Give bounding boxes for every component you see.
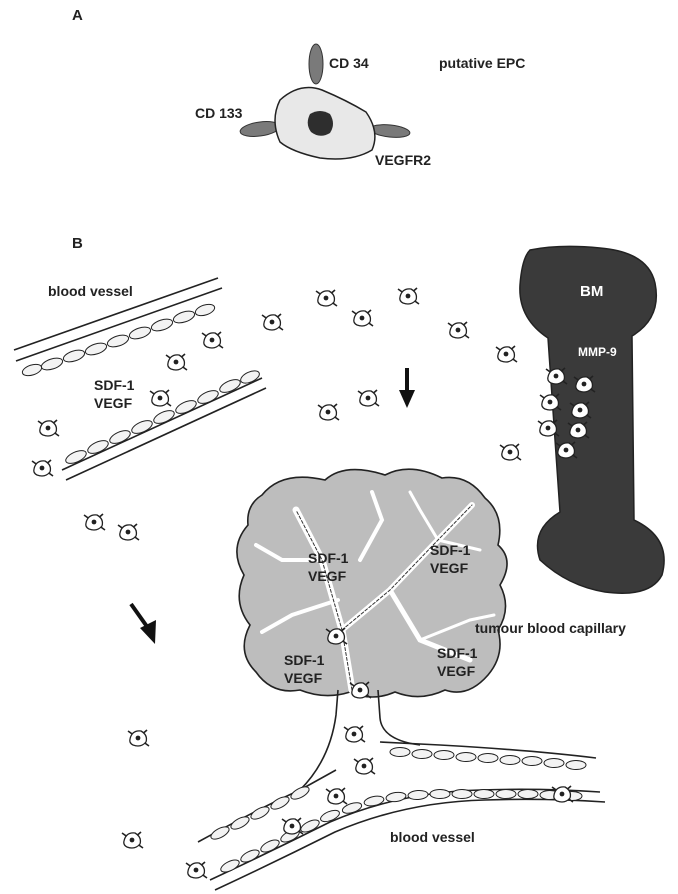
- tumour-capillary-label: tumour blood capillary: [475, 620, 626, 636]
- epc-cell: [500, 444, 521, 460]
- cd34-label: CD 34: [329, 55, 369, 71]
- epc-cell: [262, 314, 283, 330]
- epc-cell: [316, 290, 337, 306]
- epc-cell: [166, 354, 187, 370]
- epc-cell: [32, 460, 53, 476]
- tumour-vegf-3: VEGF: [284, 670, 323, 686]
- tumour-sdf1-3: SDF-1: [284, 652, 325, 668]
- epc-cell: [84, 514, 105, 530]
- blood-vessel-top: [14, 278, 266, 480]
- tumour-sdf1-1: SDF-1: [308, 550, 349, 566]
- epc-cell: [358, 390, 379, 406]
- mmp9-label: MMP-9: [578, 345, 617, 359]
- epc-cell: [352, 310, 373, 326]
- epc-cell: [448, 322, 469, 338]
- epc-nucleus: [308, 111, 333, 136]
- blood-vessel-bottom-label: blood vessel: [390, 829, 475, 845]
- tumour-vegf-4: VEGF: [437, 663, 476, 679]
- vessel-top-endothelium: [21, 302, 261, 466]
- epc-cell: [282, 818, 303, 834]
- epc-cell: [344, 726, 365, 742]
- epc-cell: [118, 524, 139, 540]
- epc-cell: [552, 786, 573, 802]
- blood-vessel-top-label: blood vessel: [48, 283, 133, 299]
- epc-cell: [318, 404, 339, 420]
- tumour-sdf1-2: SDF-1: [430, 542, 471, 558]
- vessel-top-sdf1: SDF-1: [94, 377, 135, 393]
- epc-cell-illustration: [239, 44, 410, 159]
- cd34-marker: [309, 44, 323, 84]
- panel-b-letter: B: [72, 235, 83, 252]
- putative-epc-label: putative EPC: [439, 55, 525, 71]
- epc-cell: [186, 862, 207, 878]
- arrow-diagonal: [131, 604, 156, 644]
- cd133-label: CD 133: [195, 105, 243, 121]
- epc-cell: [398, 288, 419, 304]
- bone-marrow-label: BM: [580, 283, 603, 300]
- epc-cell: [122, 832, 143, 848]
- tumour-sdf1-4: SDF-1: [437, 645, 478, 661]
- vessel-top-vegf: VEGF: [94, 395, 133, 411]
- epc-cell: [326, 788, 347, 804]
- panel-a-letter: A: [72, 7, 83, 24]
- epc-cell: [38, 420, 59, 436]
- tumour-vegf-2: VEGF: [430, 560, 469, 576]
- epc-cell: [354, 758, 375, 774]
- vegfr2-label: VEGFR2: [375, 152, 431, 168]
- epc-cell: [202, 332, 223, 348]
- tumour-vegf-1: VEGF: [308, 568, 347, 584]
- epc-cell: [128, 730, 149, 746]
- epc-cell: [496, 346, 517, 362]
- epc-cell: [150, 390, 171, 406]
- arrow-down: [399, 368, 415, 408]
